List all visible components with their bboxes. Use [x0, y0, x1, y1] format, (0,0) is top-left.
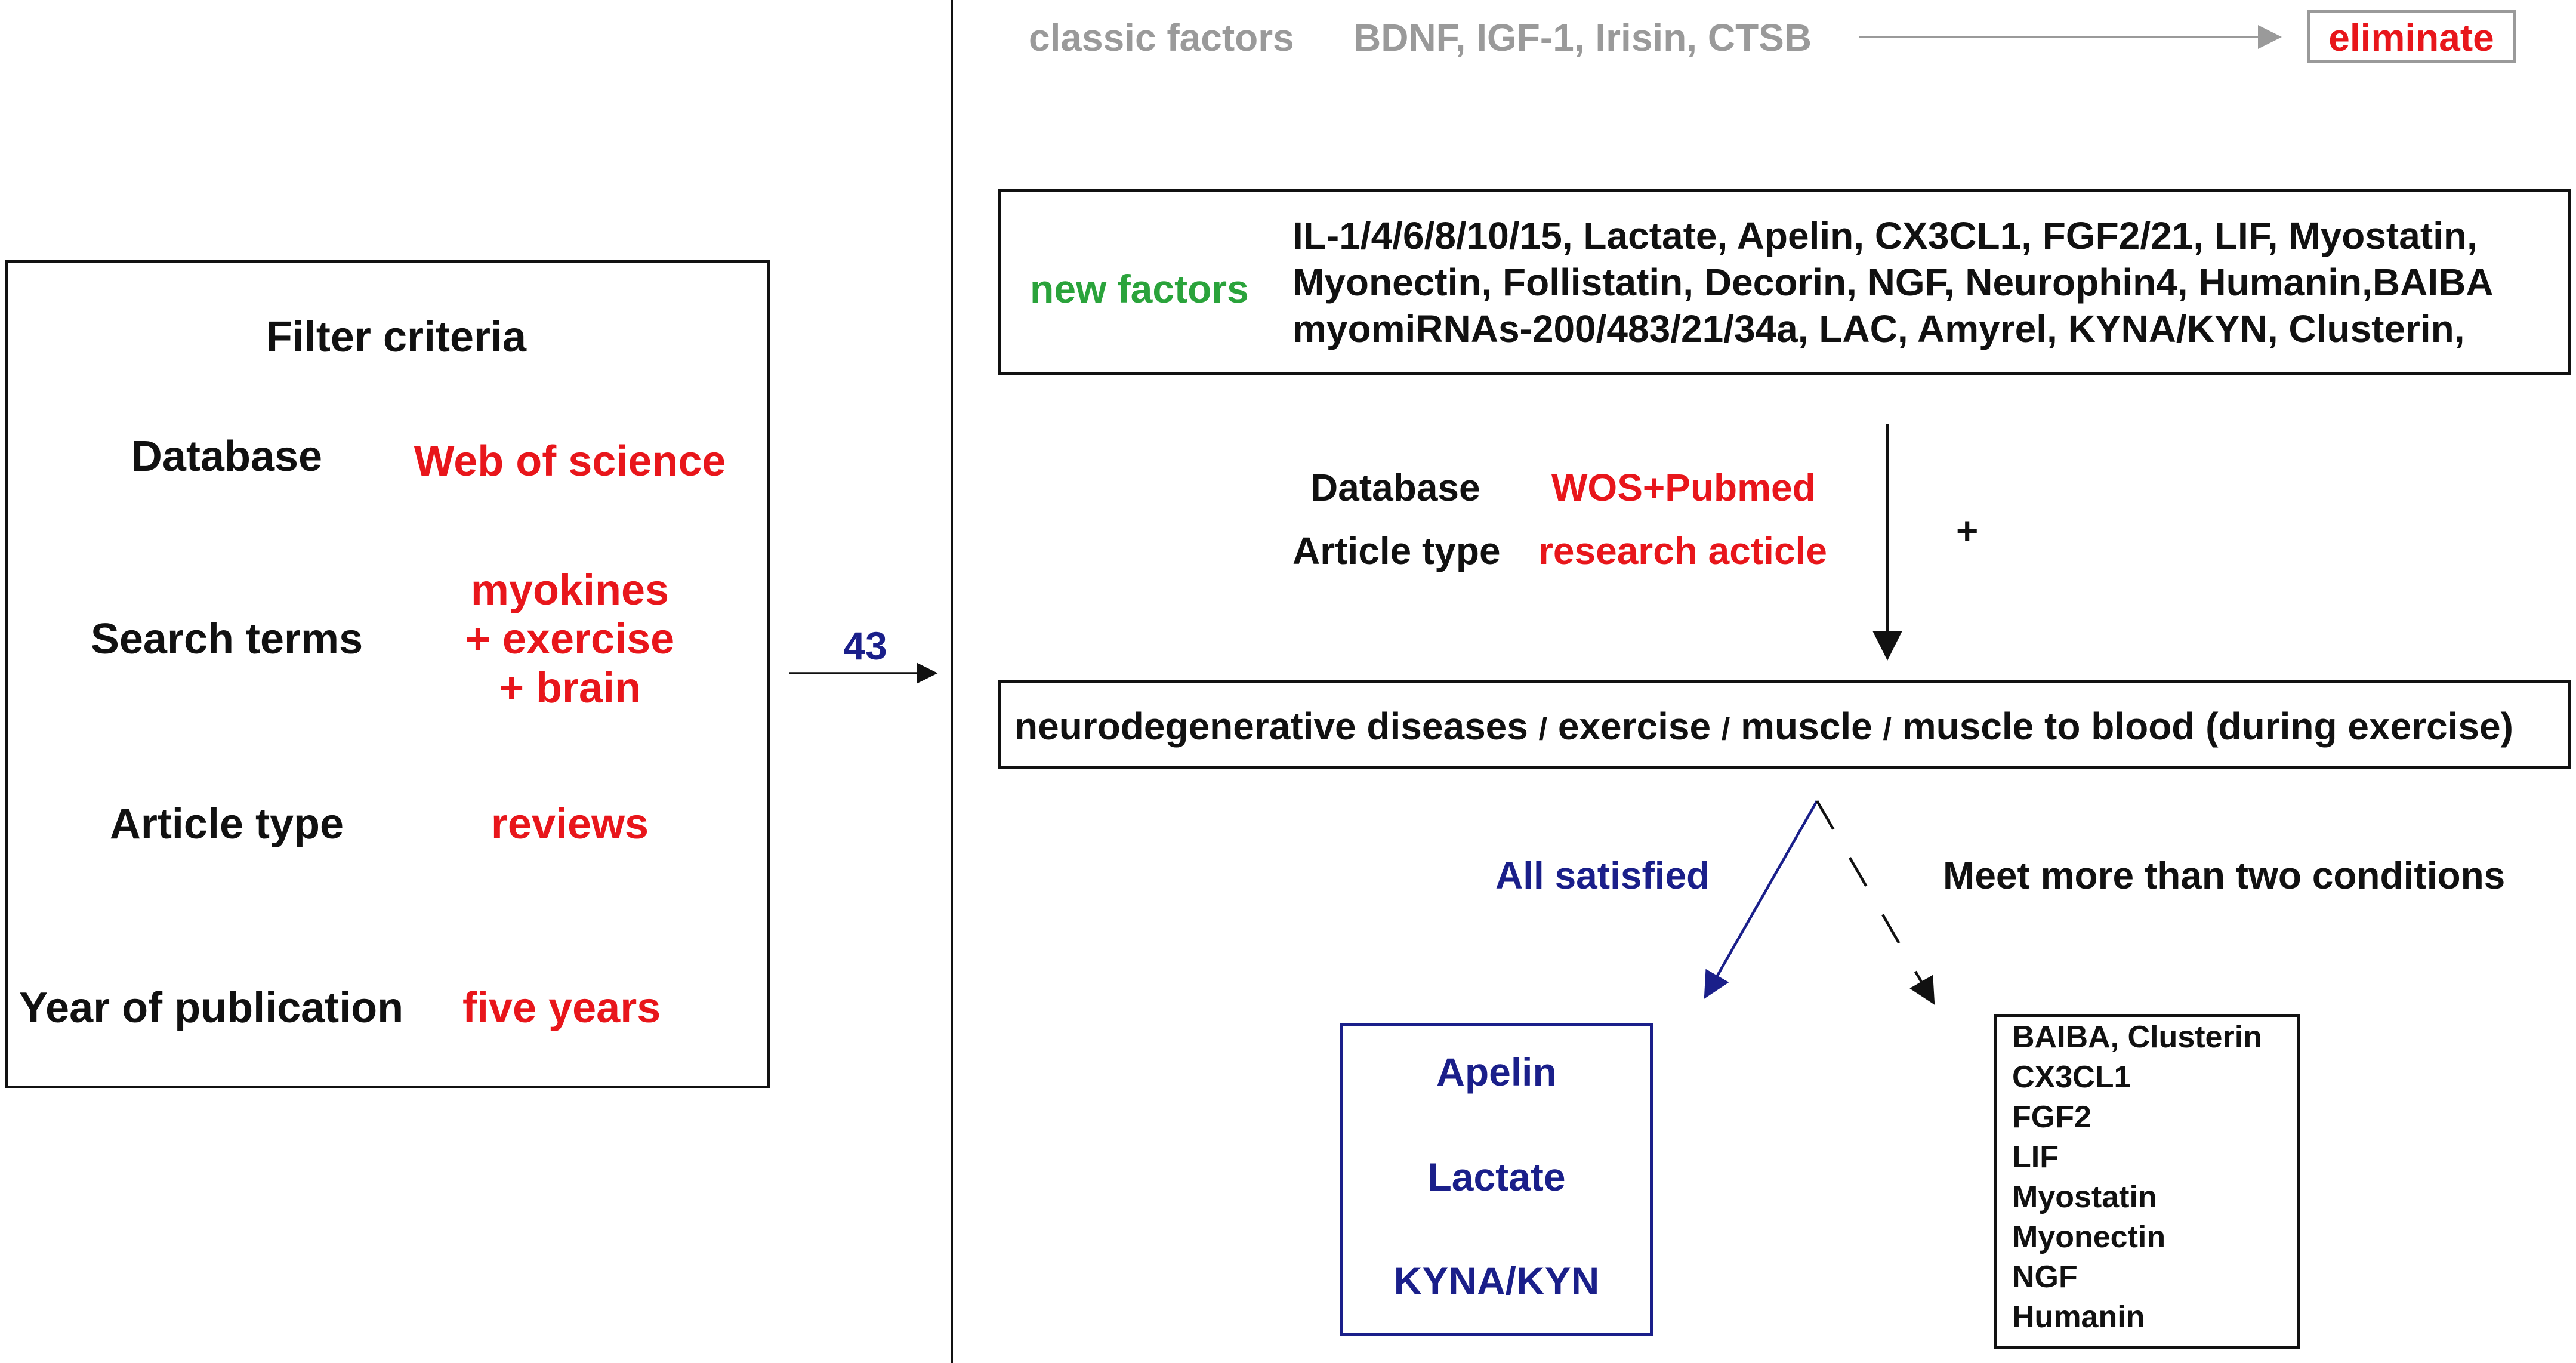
new-factors-label: new factors: [1030, 267, 1249, 311]
partial-item-7: NGF: [2012, 1260, 2078, 1294]
new-factors-line-1: IL-1/4/6/8/10/15, Lactate, Apelin, CX3CL…: [1292, 214, 2478, 257]
second-database-label: Database: [1310, 466, 1480, 509]
condition-muscle-to-blood: muscle to blood (during exercise): [1902, 705, 2513, 748]
all-satisfied-label: All satisfied: [1495, 854, 1710, 897]
new-factors-line-2: Myonectin, Follistatin, Decorin, NGF, Ne…: [1292, 261, 2494, 304]
meet-conditions-arrow: [1816, 800, 1935, 1005]
meet-conditions-label: Meet more than two conditions: [1943, 854, 2506, 897]
plus-sign: +: [1956, 509, 1979, 552]
result-kyna: KYNA/KYN: [1393, 1259, 1600, 1303]
year-value: five years: [462, 984, 661, 1032]
filter-title: Filter criteria: [266, 313, 527, 361]
all-satisfied-box: [1340, 1023, 1653, 1336]
search-terms-line-1: myokines: [470, 566, 670, 614]
partial-item-1: BAIBA, Clusterin: [2012, 1020, 2262, 1054]
conditions-text: neurodegenerative diseases / exercise / …: [1014, 704, 2513, 748]
condition-separator-3: /: [1883, 712, 1892, 747]
partial-item-6: Myonectin: [2012, 1220, 2166, 1254]
year-label: Year of publication: [19, 984, 404, 1032]
partial-item-2: CX3CL1: [2012, 1060, 2131, 1094]
classic-factors-label: classic factors: [1029, 16, 1294, 59]
partial-match-box: [1994, 1014, 2300, 1349]
result-lactate: Lactate: [1427, 1155, 1566, 1199]
condition-exercise: exercise: [1557, 705, 1711, 748]
count-label: 43: [843, 624, 887, 668]
second-type-value: research acticle: [1538, 529, 1827, 572]
article-type-value: reviews: [490, 800, 649, 848]
database-label: Database: [131, 433, 323, 480]
article-type-label: Article type: [109, 800, 344, 848]
search-terms-line-2: + exercise: [465, 615, 675, 663]
all-satisfied-arrow: [1704, 800, 1818, 999]
conditions-box: [998, 680, 2571, 769]
partial-item-5: Myostatin: [2012, 1180, 2157, 1214]
second-type-label: Article type: [1292, 529, 1501, 572]
result-apelin: Apelin: [1436, 1050, 1557, 1094]
new-factors-line-3: myomiRNAs-200/483/21/34a, LAC, Amyrel, K…: [1292, 307, 2465, 350]
condition-muscle: muscle: [1741, 705, 1872, 748]
partial-item-3: FGF2: [2012, 1100, 2091, 1134]
partial-item-8: Humanin: [2012, 1300, 2145, 1334]
second-database-value: WOS+Pubmed: [1551, 466, 1816, 509]
database-value: Web of science: [414, 437, 726, 485]
partial-item-4: LIF: [2012, 1140, 2059, 1174]
filter-criteria-box: [5, 260, 770, 1088]
new-factors-box: [998, 189, 2571, 375]
condition-separator-1: /: [1538, 712, 1548, 747]
eliminate-label: eliminate: [2328, 16, 2494, 59]
condition-neurodegenerative: neurodegenerative diseases: [1014, 705, 1528, 748]
search-terms-label: Search terms: [90, 615, 363, 663]
search-terms-line-3: + brain: [498, 664, 641, 712]
eliminate-box: [2307, 10, 2516, 63]
classic-factors-items: BDNF, IGF-1, Irisin, CTSB: [1353, 16, 1812, 59]
condition-separator-2: /: [1721, 712, 1730, 747]
